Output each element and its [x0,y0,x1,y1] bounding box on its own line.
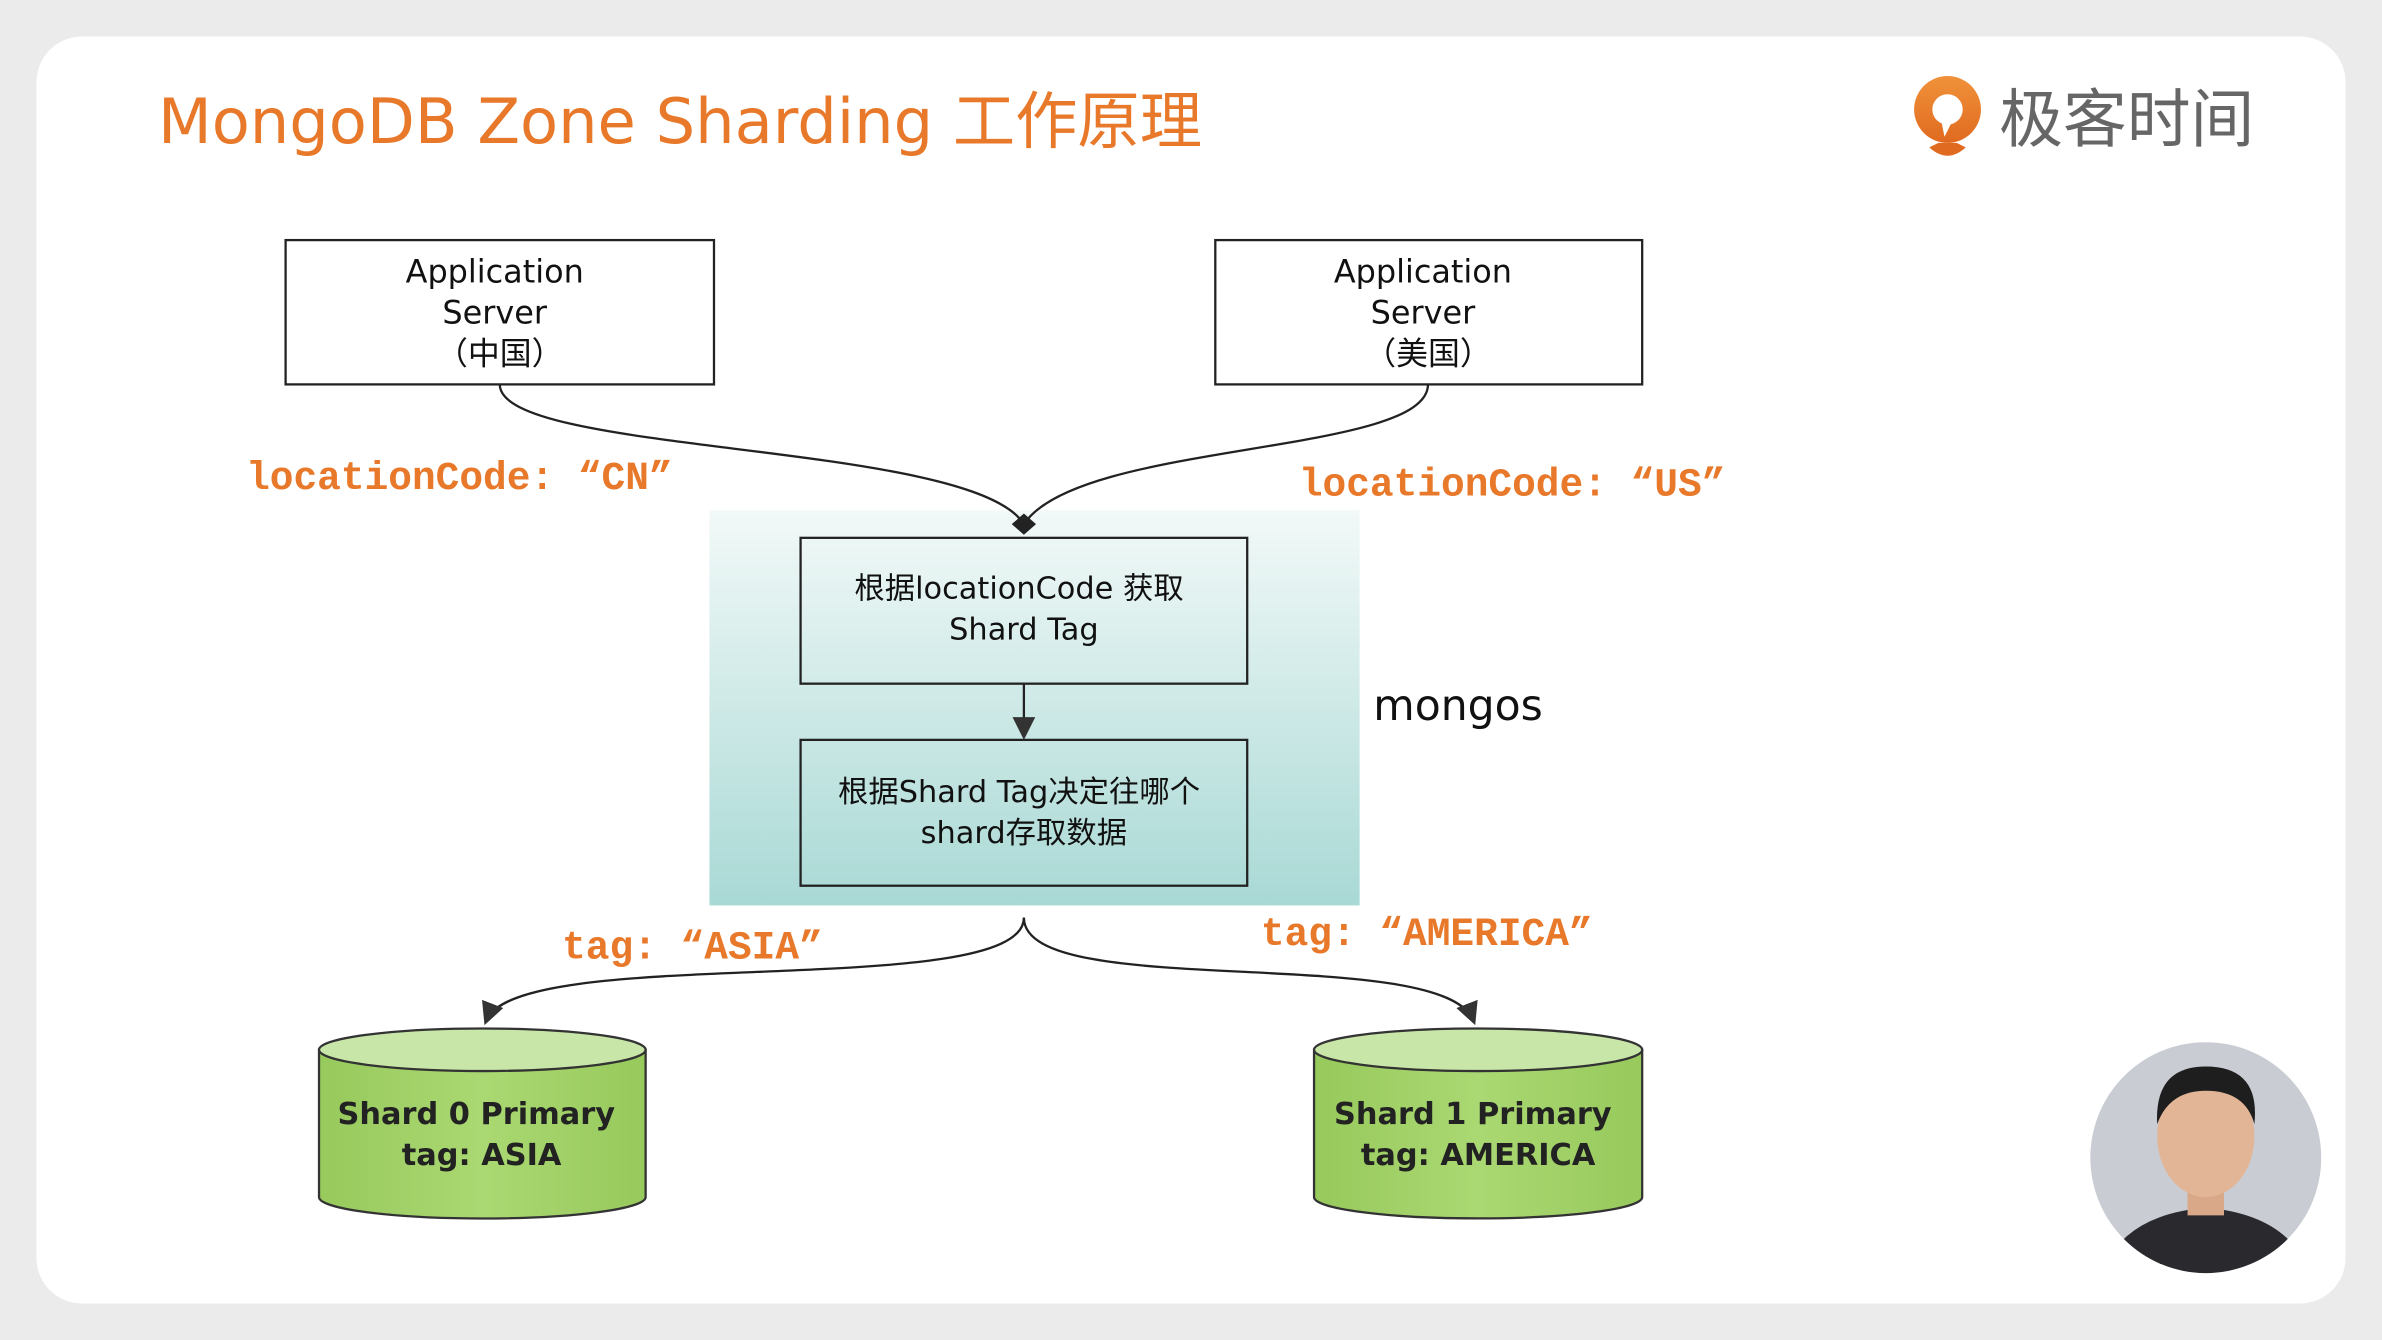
diamond-arrow-icon [1011,513,1037,535]
tag-label-america: tag: “AMERICA” [1261,912,1593,957]
svg-text:根据locationCode 获取 Shard: 根据locationCode 获取 Shard Tag [854,572,1193,648]
step-route-shard: 根据Shard Tag决定往哪个 shard存取数据 [799,738,1249,887]
connector-america [1022,917,1478,1026]
location-label-us: locationCode: “US” [1299,462,1726,507]
app-server-line: （美国） [1364,335,1492,373]
svg-text:Application Server: Application Server （中国） [406,253,594,373]
shard-0-cylinder: Shard 0 Primary tag: ASIA [317,1027,647,1220]
connector-asia [482,917,1026,1026]
step-line: 根据Shard Tag决定往哪个 [838,775,1200,810]
svg-text:Shard 0 Primary tag: ASI: Shard 0 Primary tag: ASIA [337,1097,625,1173]
shard-line: tag: AMERICA [1361,1138,1596,1173]
step-line: shard存取数据 [921,816,1127,851]
app-server-line: Server [442,294,547,332]
page-title: MongoDB Zone Sharding 工作原理 [158,85,1202,158]
step-line: 根据locationCode 获取 [854,572,1183,607]
shard-line: Shard 0 Primary [337,1097,615,1132]
app-server-line: Application [406,253,584,291]
svg-text:根据Shard Tag决定往哪个 shard存取: 根据Shard Tag决定往哪个 shard存取数据 [838,775,1210,851]
connector-cn [498,384,1025,525]
step-line: Shard Tag [949,613,1098,648]
shard-line: Shard 1 Primary [1334,1097,1612,1132]
app-server-china: Application Server （中国） [284,238,716,386]
shard-line: tag: ASIA [402,1138,562,1173]
mongos-region [709,510,1360,906]
svg-text:Application Server: Application Server （美国） [1334,253,1522,373]
app-server-line: （中国） [436,335,564,373]
connector-us [1022,384,1430,525]
logo-text: 极客时间 [1999,83,2254,157]
app-server-line: Server [1371,294,1476,332]
logo-icon [1914,76,1981,156]
svg-text:Shard 1 Primary tag: AME: Shard 1 Primary tag: AMERICA [1334,1097,1622,1173]
app-server-us: Application Server （美国） [1214,238,1644,386]
tag-label-asia: tag: “ASIA” [562,926,823,971]
app-server-line: Application [1334,253,1512,291]
mongos-label: mongos [1373,682,1543,731]
location-label-cn: locationCode: “CN” [246,456,673,501]
logo: 极客时间 [1914,76,2254,157]
shard-1-cylinder: Shard 1 Primary tag: AMERICA [1312,1027,1644,1220]
